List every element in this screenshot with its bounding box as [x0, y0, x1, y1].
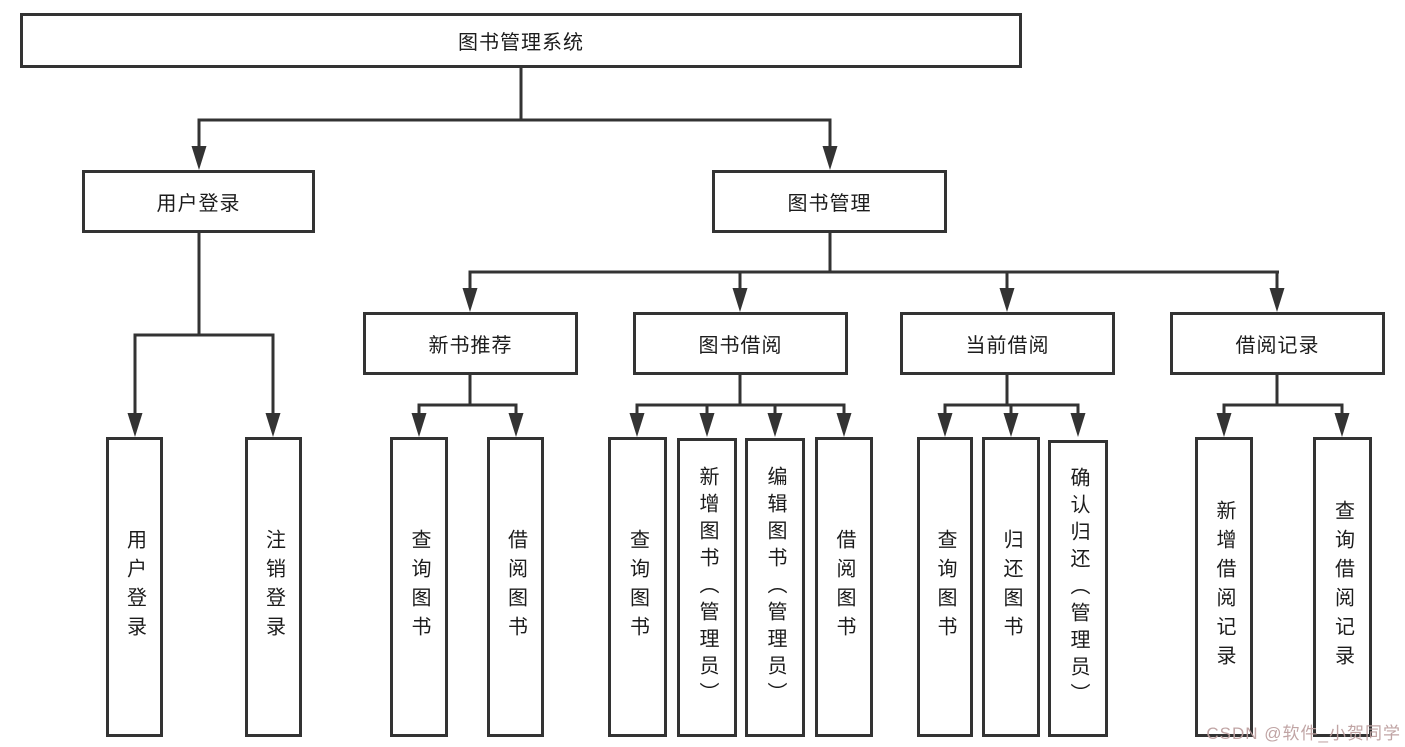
leaf-nb-borrow-books-label: 借阅图书	[504, 529, 527, 645]
leaf-logout-label: 注销登录	[262, 529, 285, 645]
node-user-login: 用户登录	[82, 170, 315, 233]
node-current-borrow-label: 当前借阅	[965, 335, 1050, 357]
leaf-br-add-record: 新增借阅记录	[1195, 437, 1253, 737]
node-book-borrow: 图书借阅	[633, 312, 848, 375]
node-new-book-recommend-label: 新书推荐	[428, 335, 513, 357]
leaf-user-login-label: 用户登录	[123, 529, 146, 645]
leaf-logout: 注销登录	[245, 437, 302, 737]
node-current-borrow: 当前借阅	[900, 312, 1115, 375]
leaf-bb-edit-books-admin: 编辑图书（管理员）	[745, 438, 805, 737]
leaf-bb-edit-books-admin-label: 编辑图书（管理员）	[764, 466, 786, 709]
leaf-nb-query-books: 查询图书	[390, 437, 448, 737]
arrowheads	[127, 146, 1350, 437]
leaf-bb-borrow-books: 借阅图书	[815, 437, 873, 737]
node-root-system: 图书管理系统	[20, 13, 1022, 68]
leaf-br-query-record: 查询借阅记录	[1313, 437, 1372, 737]
leaf-bb-borrow-books-label: 借阅图书	[833, 529, 855, 645]
leaf-bb-query-books-label: 查询图书	[626, 529, 649, 645]
leaf-user-login: 用户登录	[106, 437, 163, 737]
node-borrow-records-label: 借阅记录	[1235, 335, 1320, 357]
leaf-cb-return-books: 归还图书	[982, 437, 1040, 737]
leaf-cb-confirm-return-admin-label: 确认归还（管理员）	[1067, 467, 1089, 710]
node-borrow-records: 借阅记录	[1170, 312, 1385, 375]
leaf-cb-query-books-label: 查询图书	[934, 529, 956, 645]
leaf-bb-add-books-admin-label: 新增图书（管理员）	[696, 466, 718, 709]
node-book-borrow-label: 图书借阅	[698, 335, 783, 357]
leaf-br-query-record-label: 查询借阅记录	[1331, 500, 1354, 674]
leaf-cb-query-books: 查询图书	[917, 437, 973, 737]
node-book-management: 图书管理	[712, 170, 947, 233]
node-root-label: 图书管理系统	[458, 32, 584, 54]
leaf-cb-return-books-label: 归还图书	[1000, 529, 1022, 645]
node-new-book-recommend: 新书推荐	[363, 312, 578, 375]
leaf-bb-query-books: 查询图书	[608, 437, 667, 737]
leaf-bb-add-books-admin: 新增图书（管理员）	[677, 438, 737, 737]
csdn-watermark: CSDN @软件_小贺同学	[1206, 724, 1401, 743]
leaf-nb-query-books-label: 查询图书	[408, 529, 430, 645]
leaf-nb-borrow-books: 借阅图书	[487, 437, 544, 737]
node-user-login-label: 用户登录	[156, 193, 241, 215]
leaf-br-add-record-label: 新增借阅记录	[1213, 500, 1235, 674]
leaf-cb-confirm-return-admin: 确认归还（管理员）	[1048, 440, 1108, 737]
node-book-management-label: 图书管理	[787, 193, 872, 215]
